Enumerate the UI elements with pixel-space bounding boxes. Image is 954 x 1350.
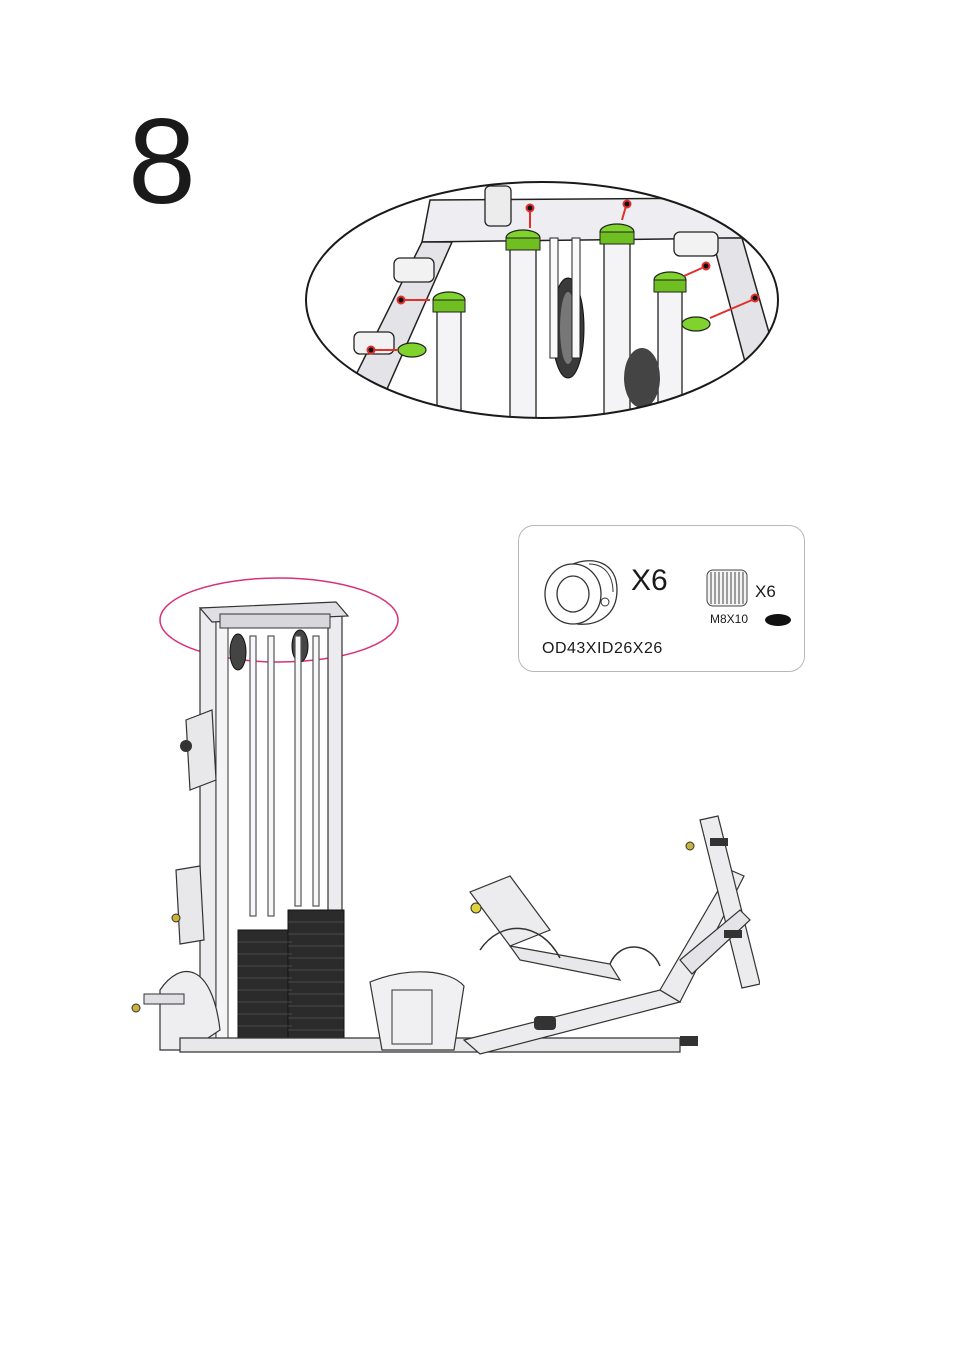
screw-end-icon (763, 612, 793, 628)
step-number: 8 (128, 100, 196, 222)
machine-illustration (120, 570, 760, 1090)
detail-zoom-illustration (302, 178, 782, 423)
